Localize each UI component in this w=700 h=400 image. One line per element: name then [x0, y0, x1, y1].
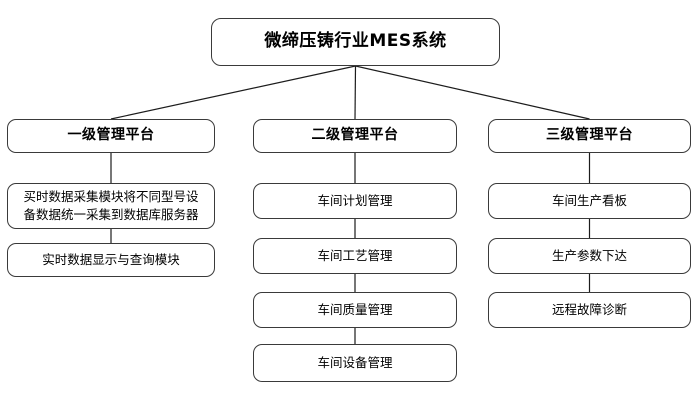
- leaf-node-level-3-1-label: 车间生产看板: [551, 193, 627, 209]
- leaf-node-level-2-1-label: 车间计划管理: [317, 193, 393, 209]
- leaf-node-level-3-3[interactable]: 远程故障诊断: [488, 292, 691, 328]
- leaf-node-level-1-1[interactable]: 买时数据采集模块将不同型号设 备数据统一采集到数据库服务器: [7, 183, 215, 229]
- leaf-node-level-2-4[interactable]: 车间设备管理: [253, 344, 457, 382]
- root-node[interactable]: 微缔压铸行业MES系统: [211, 18, 500, 66]
- leaf-node-level-2-2-label: 车间工艺管理: [317, 248, 393, 264]
- leaf-node-level-2-3-label: 车间质量管理: [317, 302, 393, 318]
- leaf-node-level-1-2[interactable]: 实时数据显示与查询模块: [7, 243, 215, 277]
- edge-root-to-level-1: [110, 65, 356, 120]
- leaf-node-level-1-2-label: 实时数据显示与查询模块: [42, 252, 180, 268]
- platform-node-level-2[interactable]: 二级管理平台: [253, 119, 457, 153]
- leaf-node-level-3-2-label: 生产参数下达: [551, 248, 627, 264]
- leaf-node-level-2-1[interactable]: 车间计划管理: [253, 183, 457, 219]
- leaf-node-level-1-1-label: 买时数据采集模块将不同型号设 备数据统一采集到数据库服务器: [23, 188, 199, 222]
- platform-node-level-1-label: 一级管理平台: [67, 127, 155, 144]
- leaf-node-level-3-1[interactable]: 车间生产看板: [488, 183, 691, 219]
- leaf-node-level-2-3[interactable]: 车间质量管理: [253, 292, 457, 328]
- leaf-node-level-3-3-label: 远程故障诊断: [551, 302, 627, 318]
- edge-root-to-level-2: [354, 65, 357, 120]
- root-node-label: 微缔压铸行业MES系统: [264, 31, 447, 52]
- platform-node-level-3-label: 三级管理平台: [546, 127, 633, 144]
- platform-node-level-1[interactable]: 一级管理平台: [7, 119, 215, 153]
- platform-node-level-3[interactable]: 三级管理平台: [488, 119, 691, 153]
- platform-node-level-2-label: 二级管理平台: [311, 127, 399, 144]
- edge-root-to-level-3: [355, 65, 590, 120]
- leaf-node-level-2-2[interactable]: 车间工艺管理: [253, 238, 457, 274]
- leaf-node-level-2-4-label: 车间设备管理: [317, 355, 393, 371]
- leaf-node-level-3-2[interactable]: 生产参数下达: [488, 238, 691, 274]
